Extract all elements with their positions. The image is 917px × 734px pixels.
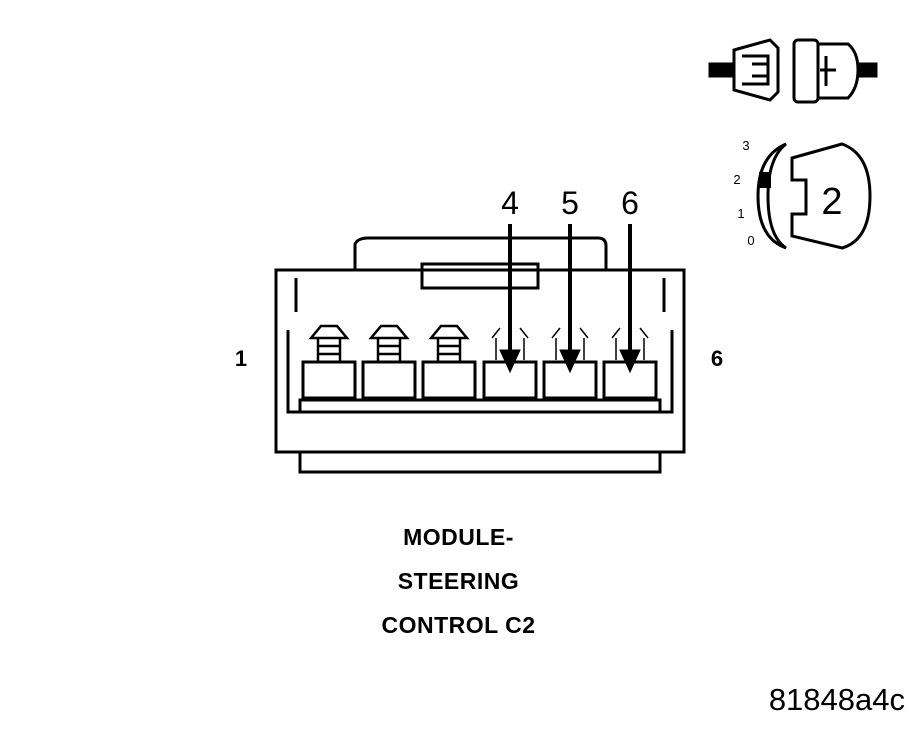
terminal-slot-2	[361, 360, 417, 400]
cavity-outline-5	[551, 327, 589, 360]
pin-label-right: 6	[711, 346, 723, 371]
connector-housing	[274, 236, 686, 474]
terminal-slot-3	[421, 360, 477, 400]
callout-arrow-4	[499, 224, 521, 374]
callout-arrows	[499, 224, 641, 374]
caption-line-1: MODULE-	[403, 524, 514, 550]
connector-mating-icon	[708, 38, 878, 104]
key-position-label-1: 1	[737, 206, 744, 221]
cavity-outline-6	[611, 327, 649, 360]
callout-arrow-5	[559, 224, 581, 374]
cavity-outlines	[491, 327, 649, 360]
key-position-label-3: 3	[742, 138, 749, 153]
callout-arrow-6	[619, 224, 641, 374]
terminal-slots	[301, 360, 658, 400]
cavity-outline-4	[491, 327, 529, 360]
terminal-latches	[308, 324, 470, 362]
pin-label-left: 1	[235, 346, 247, 371]
terminal-latch-1	[308, 324, 350, 362]
callout-label-6: 6	[621, 185, 639, 221]
terminal-latch-3	[428, 324, 470, 362]
callout-label-4: 4	[501, 185, 519, 221]
key-position-label-2: 2	[733, 172, 740, 187]
caption-line-3: CONTROL C2	[381, 612, 536, 638]
figure-id: 81848a4c	[768, 682, 905, 717]
caption-line-2: STEERING	[397, 568, 520, 594]
connector-number-label: 2	[821, 181, 842, 223]
key-position-label-0: 0	[747, 233, 754, 248]
key-position-icon: 3 2 1 0 2	[733, 138, 872, 250]
terminal-latch-2	[368, 324, 410, 362]
callout-labels: 4 5 6	[501, 185, 639, 221]
terminal-slot-1	[301, 360, 357, 400]
terminal-slot-4	[482, 360, 538, 400]
callout-label-5: 5	[561, 185, 579, 221]
